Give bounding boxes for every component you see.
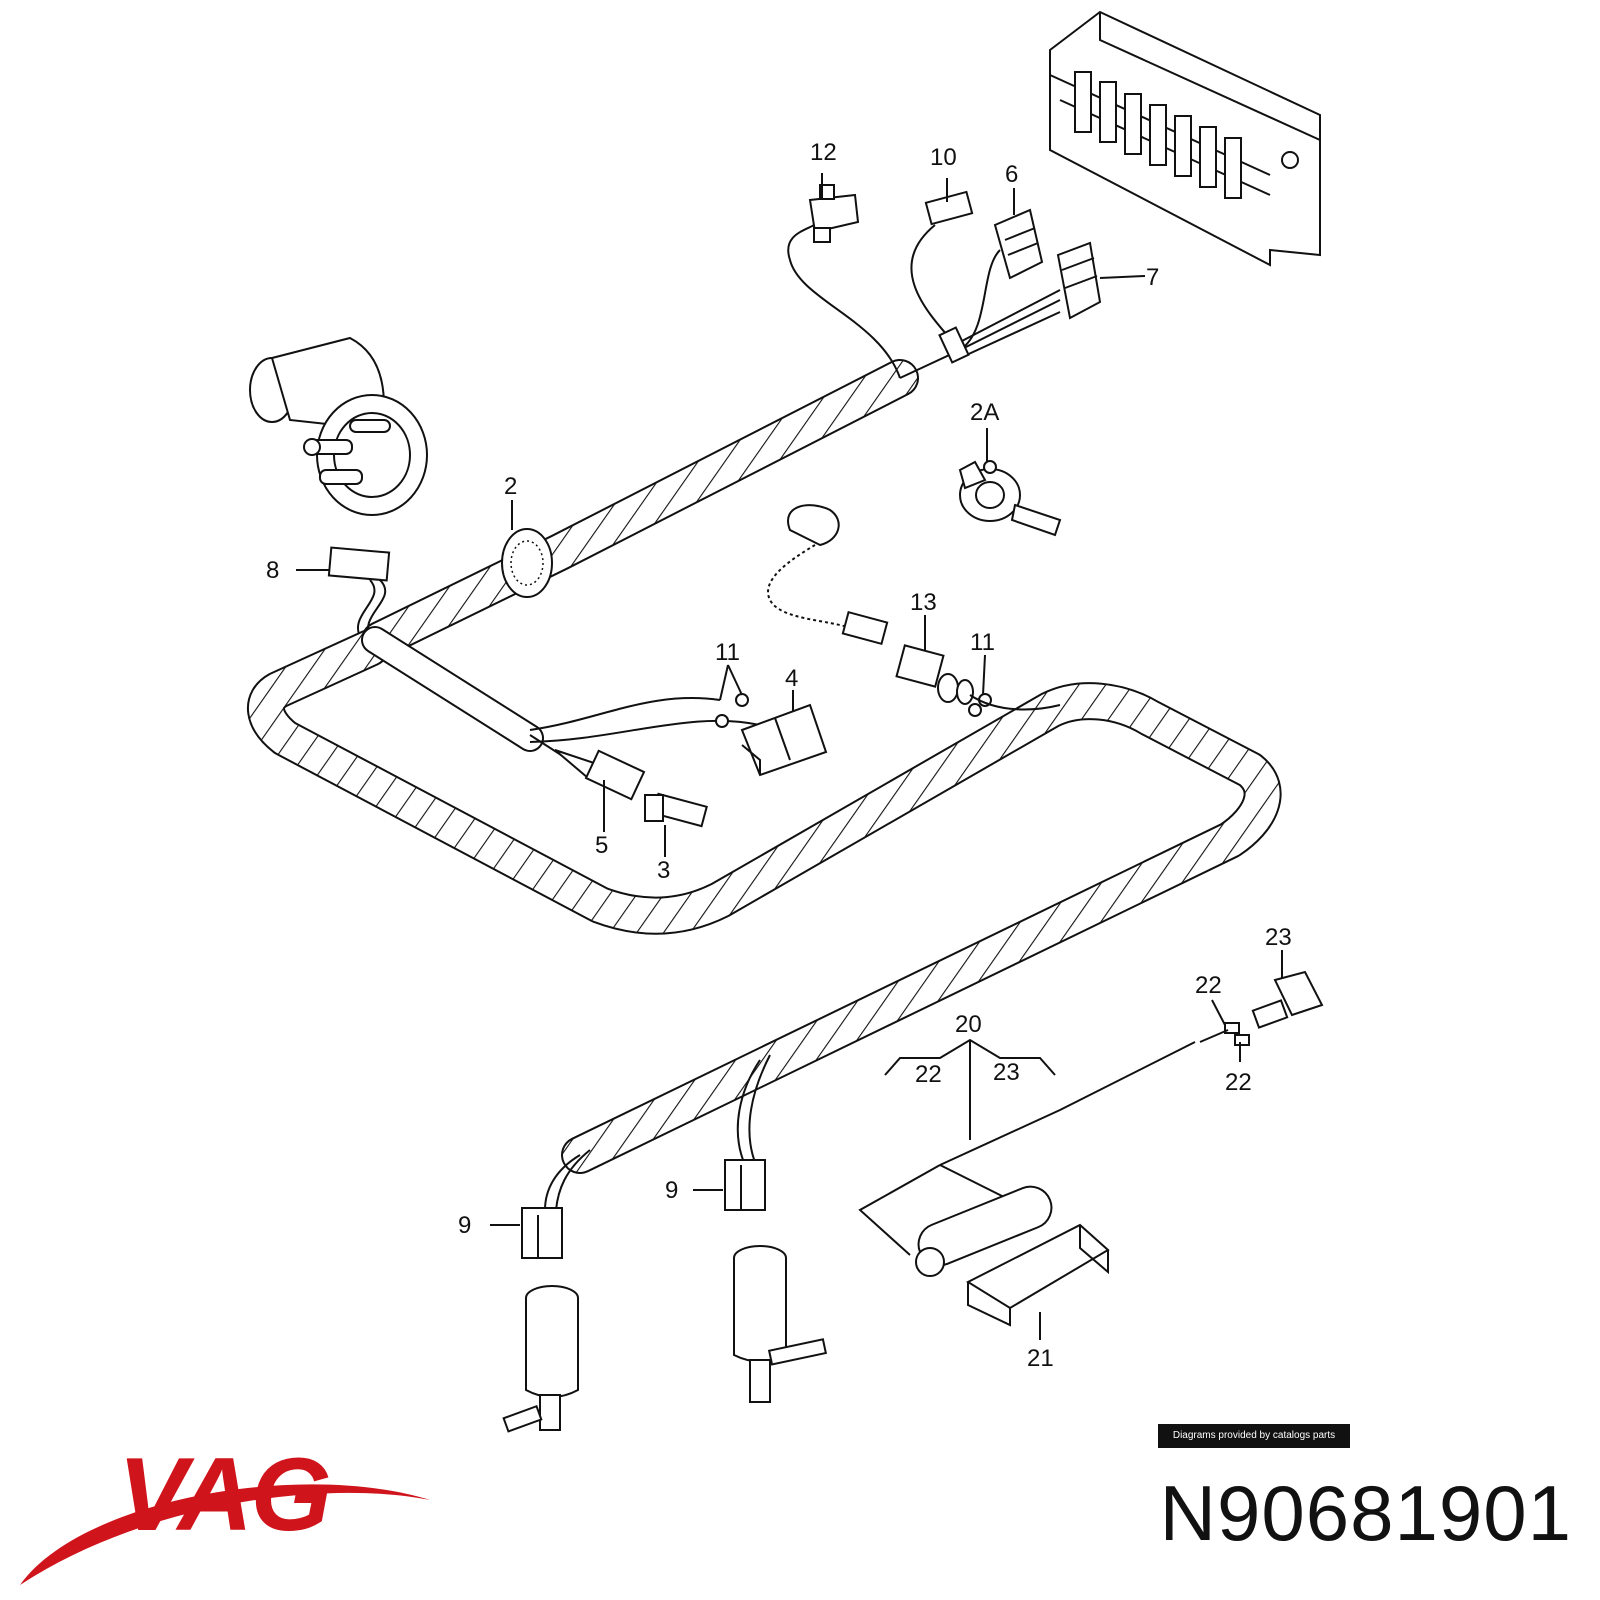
callout-11-left: 11 <box>715 639 740 666</box>
connector-part-5 <box>554 749 646 801</box>
washer-pump-icon <box>502 1285 579 1433</box>
callout-7: 7 <box>1146 264 1159 291</box>
brand-name: VAG <box>118 1437 330 1553</box>
callout-3: 3 <box>657 857 670 884</box>
connector-part-12 <box>808 184 860 243</box>
socket-part-13 <box>895 644 1061 711</box>
callout-23-mid: 23 <box>993 1059 1020 1086</box>
terminal-part-22 <box>1199 1022 1250 1046</box>
bracket-part-21 <box>965 1223 1110 1327</box>
callout-4: 4 <box>785 665 798 692</box>
callout-9-left: 9 <box>458 1212 471 1239</box>
tape-roll-part <box>915 1185 1053 1277</box>
callout-22-top: 22 <box>1195 972 1222 999</box>
connector-part-23 <box>1251 970 1324 1029</box>
callout-2a: 2A <box>970 399 999 426</box>
callout-22-mid: 22 <box>915 1061 942 1088</box>
connector-part-9 <box>521 1207 563 1259</box>
connector-part-8 <box>327 546 391 582</box>
callout-10: 10 <box>930 144 957 171</box>
clip-icon <box>958 460 1062 537</box>
callout-5: 5 <box>595 832 608 859</box>
vag-logo: VAG <box>20 1437 430 1585</box>
connector-part-7 <box>1056 241 1102 320</box>
callout-11-right: 11 <box>970 629 995 656</box>
callout-12: 12 <box>810 139 837 166</box>
connector-part-3 <box>644 792 708 828</box>
connector-part-10 <box>924 190 974 226</box>
lamp-part <box>767 504 889 646</box>
callout-6: 6 <box>1005 161 1018 188</box>
callout-21: 21 <box>1027 1345 1054 1372</box>
callout-23-top: 23 <box>1265 924 1292 951</box>
fuse-relay-box-icon <box>1049 10 1321 267</box>
connector-part-9b <box>724 1159 766 1211</box>
callout-8: 8 <box>266 557 279 584</box>
callout-13: 13 <box>910 589 937 616</box>
callout-9-right: 9 <box>665 1177 678 1204</box>
wiper-motor-icon <box>249 336 428 516</box>
callout-22-bottom: 22 <box>1225 1069 1252 1096</box>
switch-part-4 <box>740 703 828 777</box>
clip-part-11 <box>735 693 749 707</box>
part-number: N90681901 <box>1159 1469 1572 1557</box>
callout-2: 2 <box>504 473 517 500</box>
connector-part-6 <box>993 208 1044 280</box>
grommet-part-2 <box>501 528 553 598</box>
callout-20: 20 <box>955 1011 982 1038</box>
washer-pump-icon-2 <box>733 1245 828 1403</box>
credit-label: Diagrams provided by catalogs parts <box>1158 1424 1350 1448</box>
